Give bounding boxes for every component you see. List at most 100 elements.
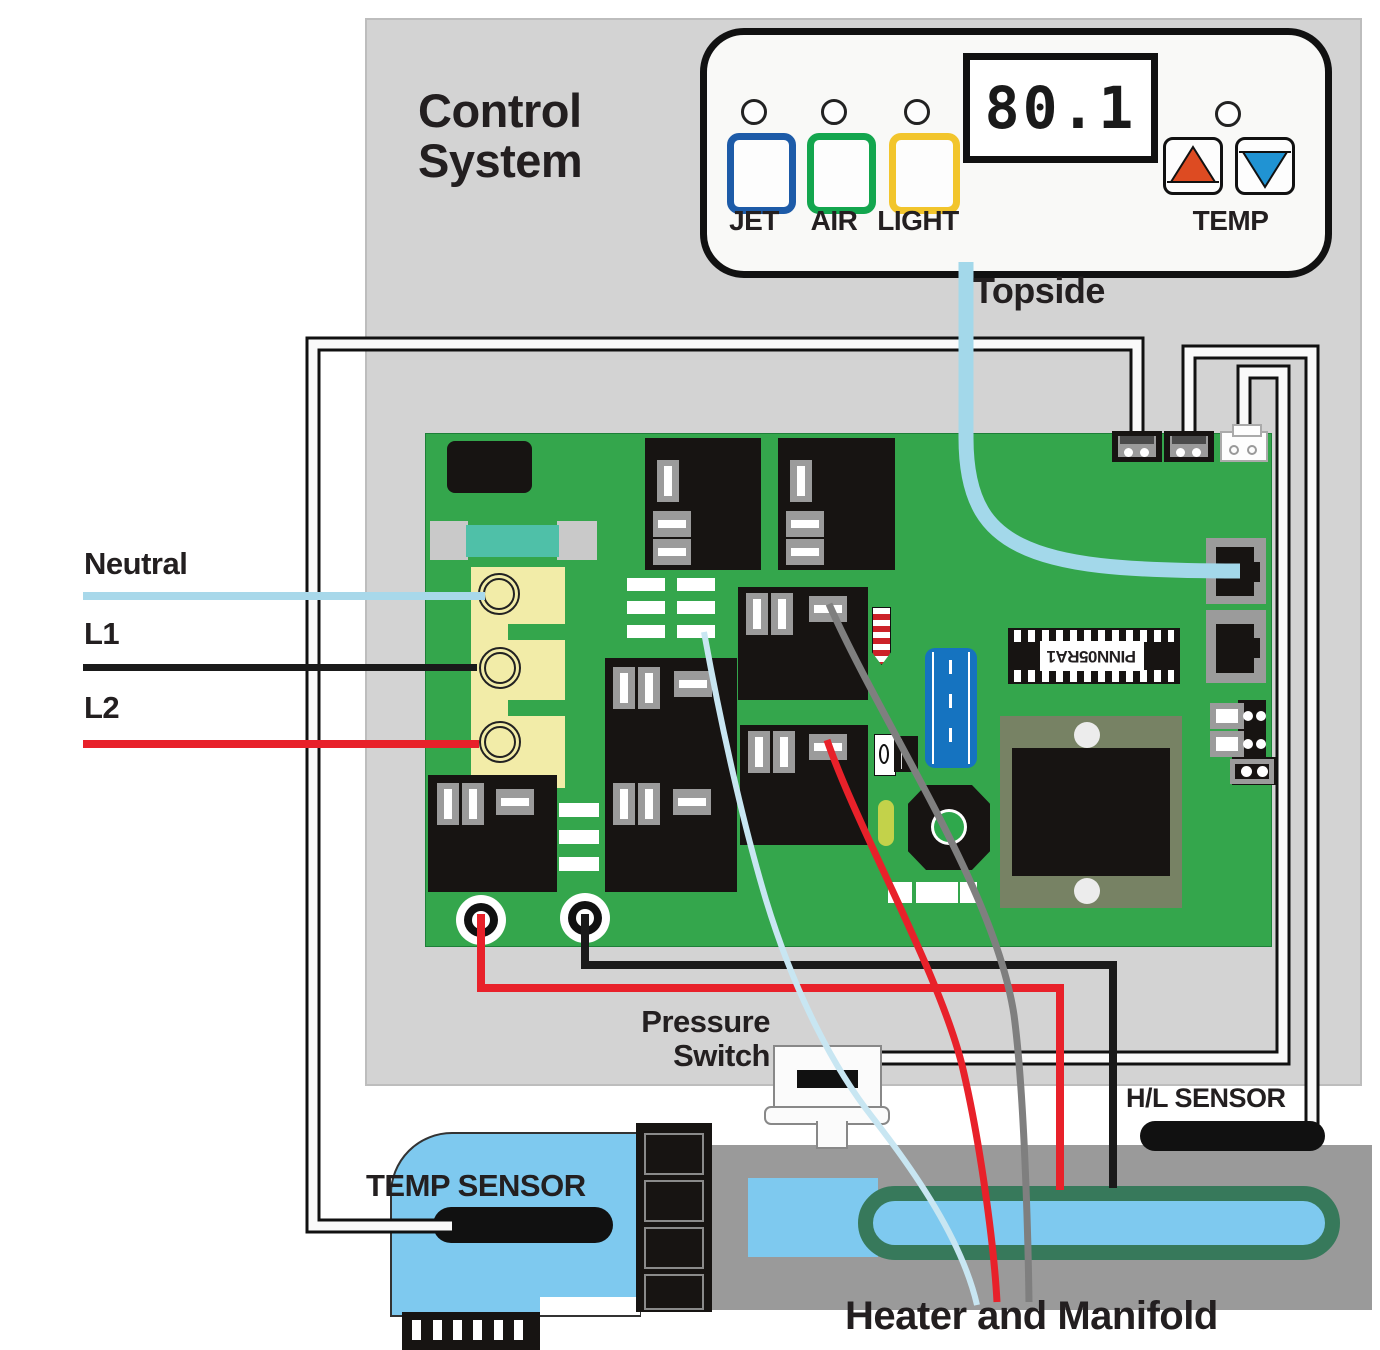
terminal-l1-inner <box>484 652 516 684</box>
chip-label: PINN05RA1 <box>1047 647 1137 666</box>
down-triangle-icon <box>1239 151 1291 189</box>
fuse-cap-right <box>557 521 597 560</box>
diode-mark <box>879 744 889 764</box>
sensor-connector <box>1164 431 1214 462</box>
jet-led <box>741 99 767 125</box>
led-component <box>878 800 894 846</box>
jumper-frame <box>1210 731 1244 757</box>
transistor <box>894 736 918 772</box>
jumper-pad <box>677 601 715 614</box>
jumper-pad <box>677 625 715 638</box>
air-button[interactable] <box>807 133 876 214</box>
jumper-pad <box>627 625 665 638</box>
sensor-connector <box>1112 431 1162 462</box>
jumper-pad <box>559 803 599 817</box>
up-triangle-icon <box>1167 145 1219 183</box>
transformer-core <box>1012 748 1170 876</box>
terminal-l1 <box>479 647 521 689</box>
l2-label: L2 <box>84 690 120 725</box>
buzzer-center <box>934 812 964 842</box>
temp-label: TEMP <box>1192 205 1269 236</box>
terminal-spacer <box>508 624 565 640</box>
relay <box>605 658 737 775</box>
pump-notch <box>540 1297 640 1315</box>
jumper-pin <box>1241 766 1252 777</box>
neutral-label: Neutral <box>84 546 188 581</box>
topside-caption: Topside <box>973 270 1105 311</box>
neutral-wire <box>83 592 485 600</box>
temperature-value: 80.1 <box>984 74 1137 142</box>
jumper-pad <box>559 830 599 844</box>
terminal-neutral-inner <box>483 578 515 610</box>
fuse-body <box>466 525 559 557</box>
pressure-switch-label: Pressure Switch <box>641 1004 770 1073</box>
capacitor-dashed-stripe <box>949 660 952 760</box>
jumper-frame <box>1210 703 1244 729</box>
relay <box>738 587 868 700</box>
jet-label: JET <box>729 205 779 236</box>
wire-terminal-center <box>472 911 490 929</box>
jet-button[interactable] <box>727 133 796 214</box>
transformer-screw <box>1074 878 1100 904</box>
hl-sensor-label: H/L SENSOR <box>1126 1083 1286 1113</box>
wire-terminal-center <box>576 909 594 927</box>
capacitor-stripe <box>968 652 970 764</box>
relay <box>605 775 737 892</box>
jumper-pad <box>916 882 958 903</box>
jumper-pad <box>559 857 599 871</box>
jumper-pad <box>627 578 665 591</box>
title-line1: Control <box>418 84 582 137</box>
jumper-pin <box>1257 766 1268 777</box>
jumper-frame <box>1230 759 1274 784</box>
jumper-pin <box>1243 739 1253 749</box>
temp-sensor-label: TEMP SENSOR <box>366 1168 586 1203</box>
air-label: AIR <box>810 205 858 236</box>
capacitor-stripe <box>932 652 934 764</box>
l2-wire <box>83 740 479 748</box>
fuse-cap-left <box>430 521 468 560</box>
pressure-connector <box>1220 424 1268 462</box>
jumper-pad <box>677 578 715 591</box>
pressure-switch-stem <box>816 1121 848 1149</box>
pressure-switch-slot <box>797 1070 858 1088</box>
relay <box>778 438 895 570</box>
terminal-spacer <box>508 700 565 716</box>
jumper-pin <box>1256 711 1266 721</box>
light-label: LIGHT <box>877 205 959 236</box>
temperature-display: 80.1 <box>963 53 1158 163</box>
topside-jack-notch <box>1252 562 1260 582</box>
light-button[interactable] <box>889 133 960 214</box>
terminal-l2 <box>479 721 521 763</box>
temp-sensor <box>433 1207 613 1243</box>
temp-up-button[interactable] <box>1163 137 1223 195</box>
heater-element <box>858 1186 1340 1260</box>
light-led <box>904 99 930 125</box>
diagram-title: Control System <box>418 84 583 187</box>
temp-down-button[interactable] <box>1235 137 1295 195</box>
chip-pins-bottom <box>1014 670 1174 682</box>
topside-jack-hole <box>1216 547 1254 596</box>
pump-base <box>402 1312 540 1350</box>
relay <box>740 725 868 845</box>
chip-label-area: PINN05RA1 <box>1040 641 1144 671</box>
relay <box>645 438 761 570</box>
aux-jack-hole <box>1216 624 1254 673</box>
jumper-pin <box>1256 739 1266 749</box>
title-line2: System <box>418 134 583 187</box>
jumper-pin <box>1243 711 1253 721</box>
heater-manifold-label: Heater and Manifold <box>845 1294 1218 1338</box>
chip-pins-top <box>1014 630 1174 642</box>
heater-fins <box>636 1123 712 1312</box>
transistor-line <box>901 739 902 769</box>
transformer-screw <box>1074 722 1100 748</box>
relay <box>428 775 557 892</box>
hl-sensor <box>1140 1121 1325 1151</box>
board-component-box <box>447 441 532 493</box>
terminal-l2-inner <box>484 726 516 758</box>
aux-jack-notch <box>1252 638 1260 658</box>
jumper-pad <box>888 882 912 903</box>
l1-wire <box>83 664 477 671</box>
jumper-pad <box>960 882 977 903</box>
jumper-pad <box>627 601 665 614</box>
